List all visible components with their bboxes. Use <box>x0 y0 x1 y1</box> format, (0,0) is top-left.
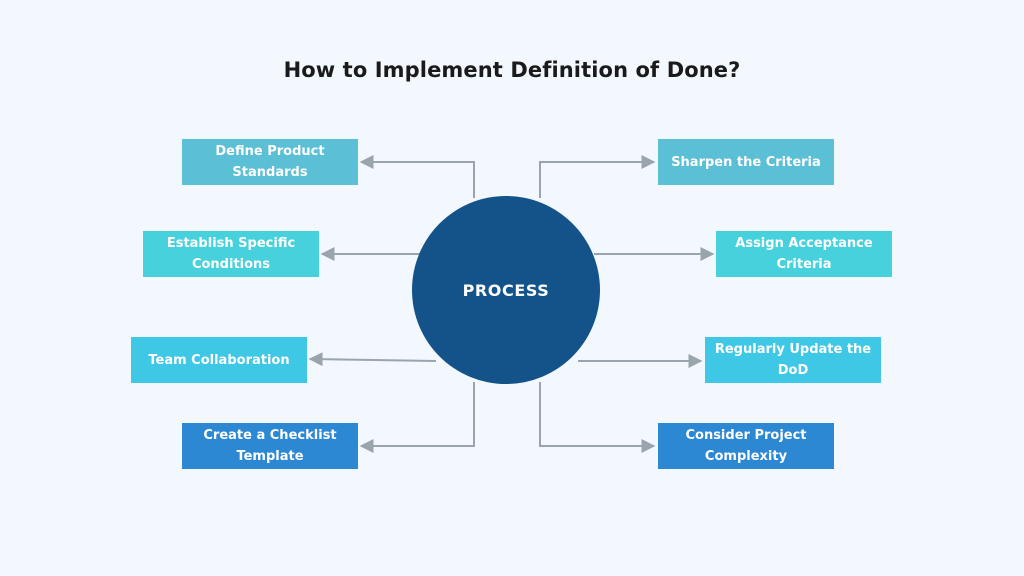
connector-left-4 <box>359 382 475 453</box>
step-sharpen-the-criteria: Sharpen the Criteria <box>658 139 834 185</box>
connector-right-1 <box>539 155 656 198</box>
step-regularly-update-dod: Regularly Update the DoD <box>705 337 881 383</box>
step-label: Regularly Update the DoD <box>714 342 872 378</box>
step-label: Define Product Standards <box>215 144 325 180</box>
process-hub-label: PROCESS <box>462 280 550 300</box>
step-establish-specific-conditions: Establish Specific Conditions <box>143 231 319 277</box>
process-hub: PROCESS <box>412 196 600 384</box>
page-title: How to Implement Definition of Done? <box>283 58 741 82</box>
connector-left-3 <box>308 352 437 367</box>
step-label: Consider Project Complexity <box>685 428 807 464</box>
step-consider-project-complexity: Consider Project Complexity <box>658 423 834 469</box>
connector-right-4 <box>539 382 656 453</box>
step-team-collaboration: Team Collaboration <box>131 337 307 383</box>
step-label: Sharpen the Criteria <box>671 154 821 170</box>
step-assign-acceptance-criteria: Assign Acceptance Criteria <box>716 231 892 277</box>
step-label: Team Collaboration <box>148 352 290 368</box>
step-label: Establish Specific Conditions <box>166 236 296 272</box>
connector-left-1 <box>359 155 475 198</box>
step-label: Assign Acceptance Criteria <box>735 236 873 272</box>
step-create-checklist-template: Create a Checklist Template <box>182 423 358 469</box>
step-label: Create a Checklist Template <box>203 428 337 464</box>
step-define-product-standards: Define Product Standards <box>182 139 358 185</box>
